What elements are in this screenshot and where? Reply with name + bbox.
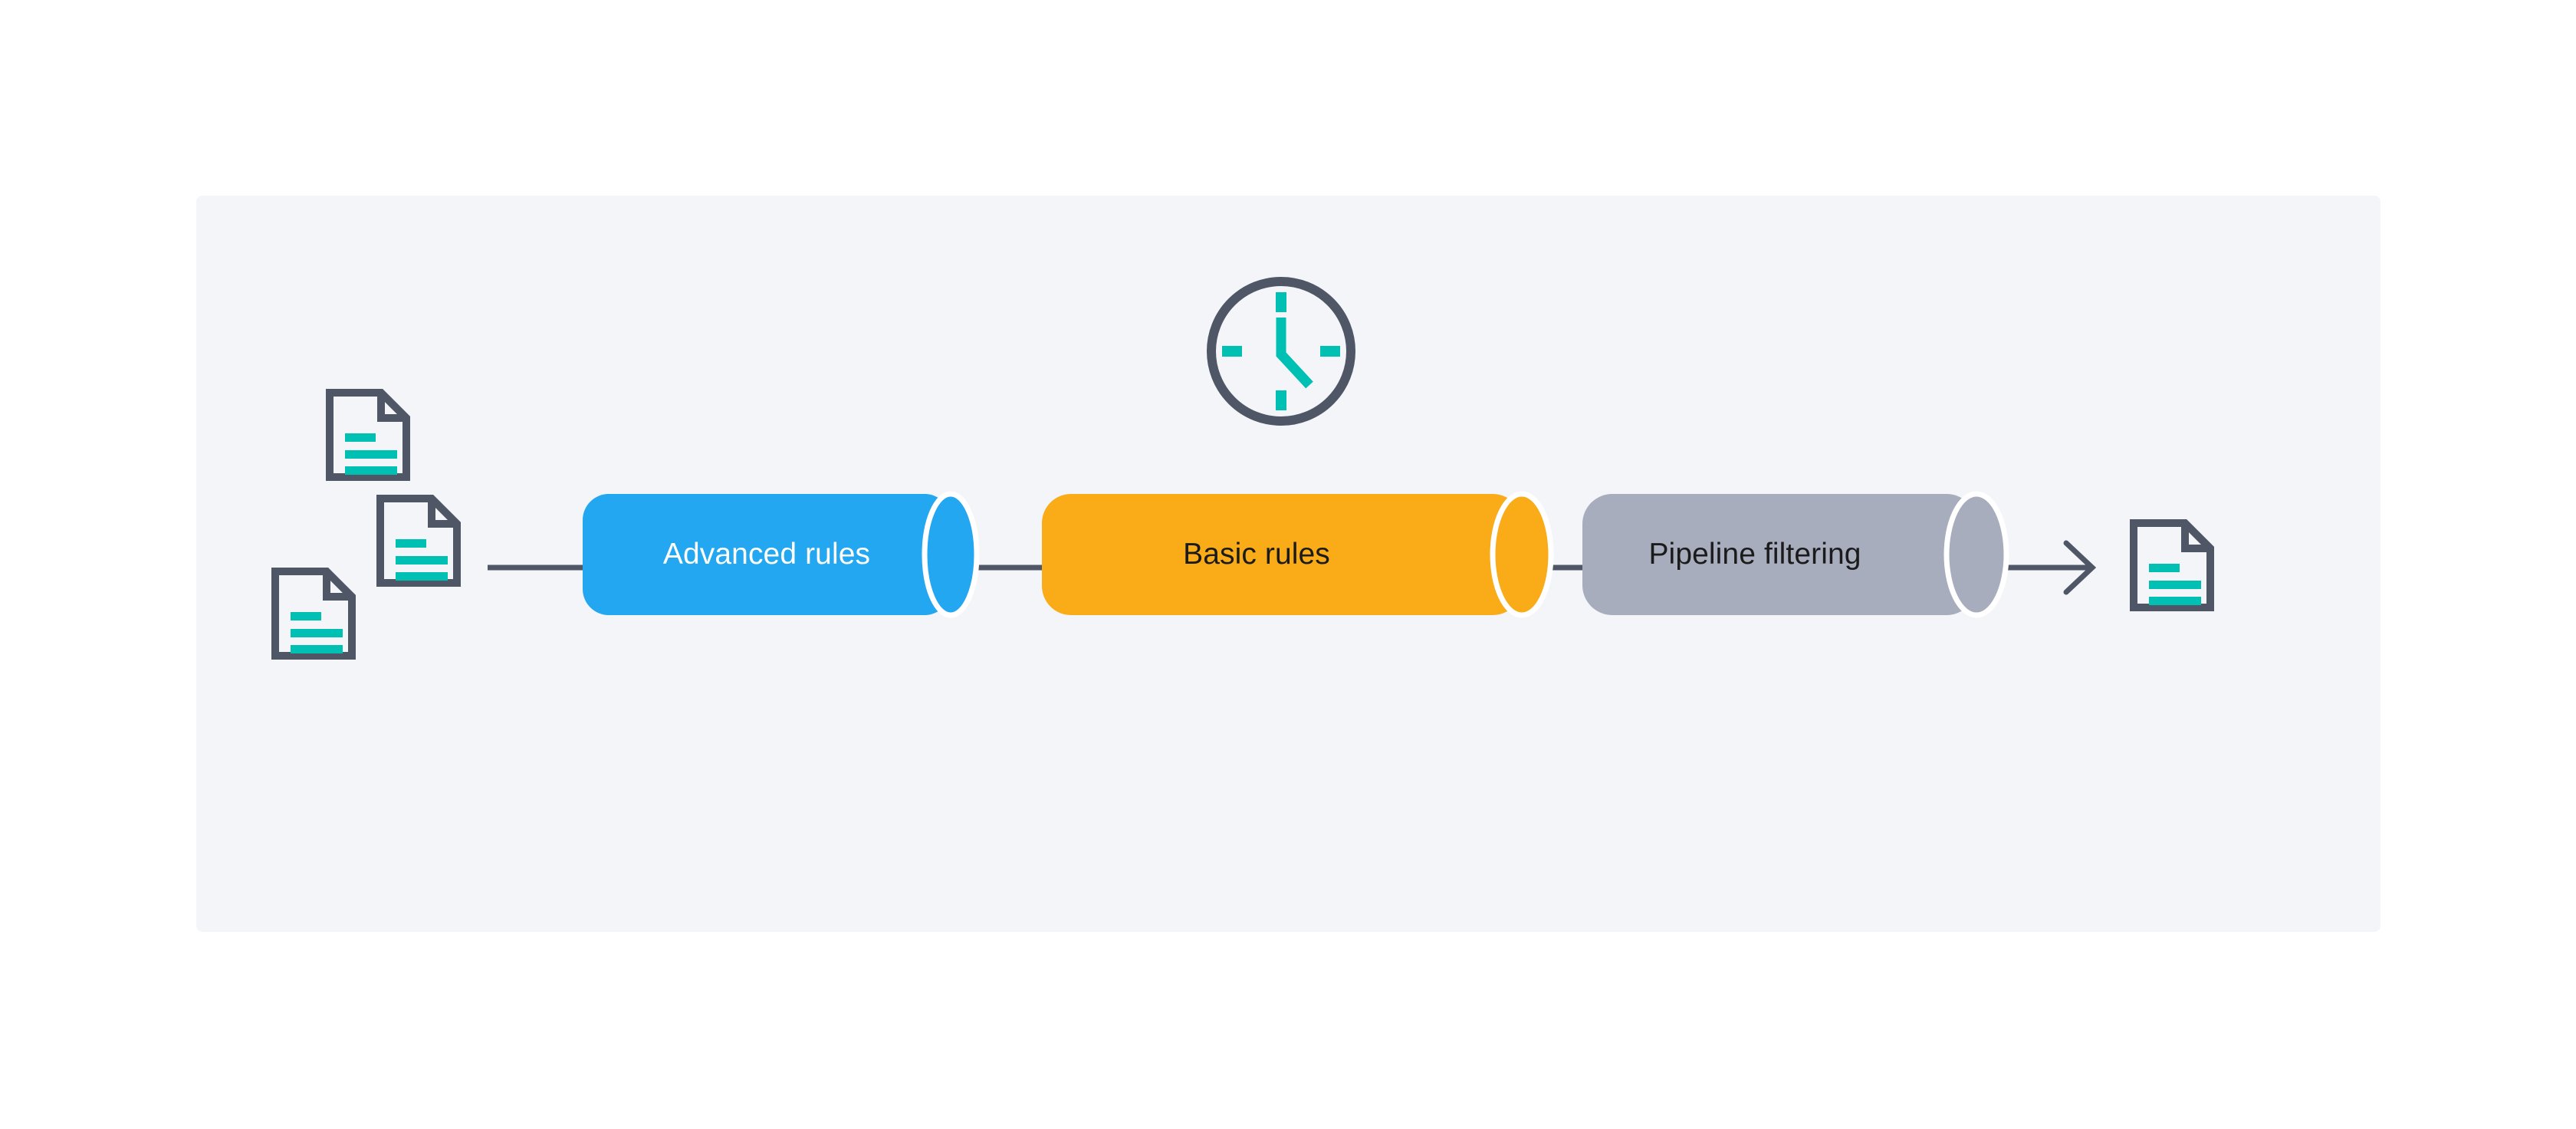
input-document-middle: [380, 499, 457, 583]
stage-basic-rules-body[interactable]: [1042, 494, 1522, 615]
clock-tick-6: [1276, 390, 1286, 410]
output-document: [2134, 523, 2210, 607]
stage-advanced-rules-body[interactable]: [583, 494, 951, 615]
input-document-top: [330, 393, 406, 477]
stage-advanced-rules[interactable]: [583, 491, 980, 618]
stage-pipeline-filtering-cap: [1944, 491, 2009, 618]
clock-hands: [1276, 318, 1313, 389]
stage-basic-rules-label: Basic rules: [1183, 538, 1330, 571]
clock-ring: [1207, 277, 1355, 426]
clock-tick-9: [1222, 346, 1242, 357]
clock-tick-3: [1320, 346, 1340, 357]
input-document-bottom: [275, 571, 352, 656]
clock-icon: [1207, 277, 1355, 426]
stage-advanced-rules-cap: [922, 491, 980, 618]
stage-basic-rules-cap: [1490, 491, 1554, 618]
stage-basic-rules[interactable]: [1042, 491, 1554, 618]
stage-pipeline-filtering-body[interactable]: [1582, 494, 1976, 615]
stage-advanced-rules-label: Advanced rules: [662, 538, 871, 571]
arrow-head-icon: [2063, 540, 2097, 595]
clock-tick-12: [1276, 292, 1286, 312]
stage-pipeline-filtering-label: Pipeline filtering: [1648, 538, 1861, 571]
input-documents-group: [275, 393, 457, 656]
stage-pipeline-filtering[interactable]: [1582, 491, 2009, 618]
